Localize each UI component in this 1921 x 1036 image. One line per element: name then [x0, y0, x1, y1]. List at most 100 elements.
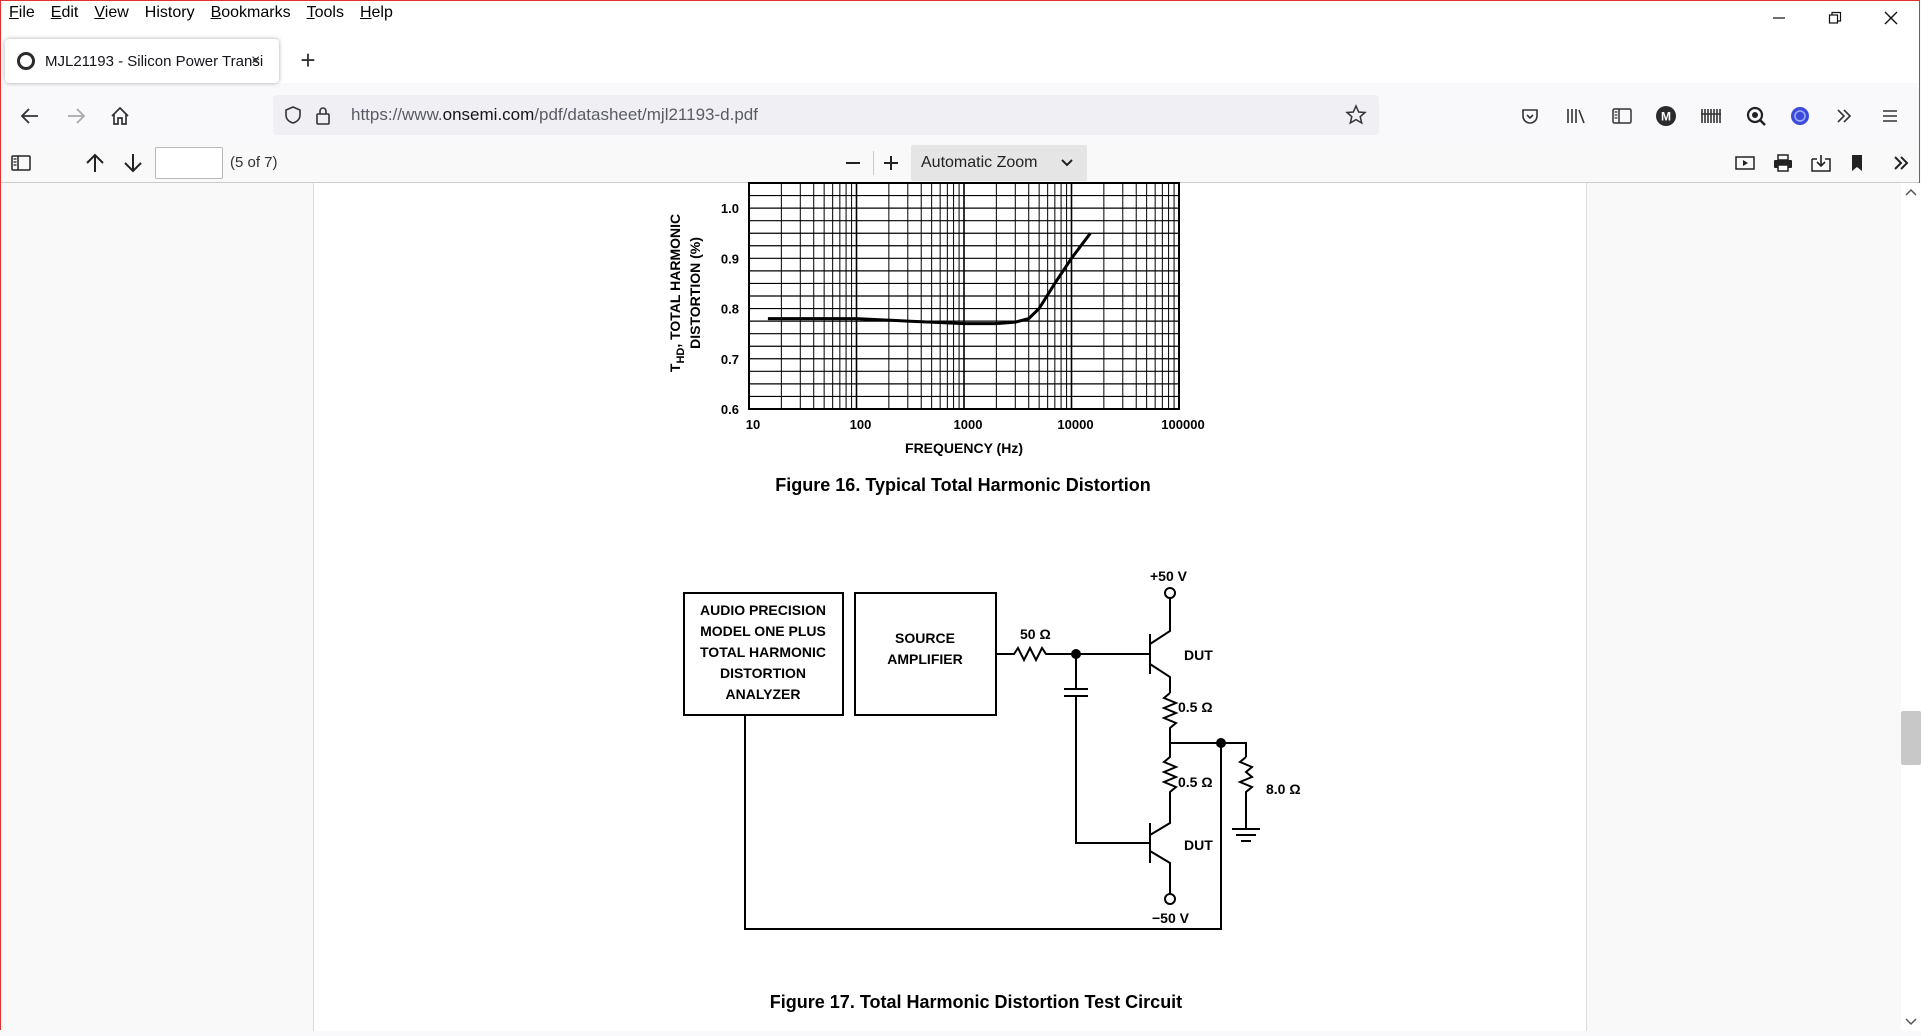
x-tick-label: 10 — [746, 417, 760, 432]
vminus-label: −50 V — [1152, 910, 1190, 926]
library-button[interactable] — [1561, 101, 1591, 131]
extension-m-button[interactable]: M — [1651, 101, 1681, 131]
upper-transistor — [1134, 597, 1171, 693]
menu-bookmarks[interactable]: Bookmarks — [210, 4, 291, 21]
y-tick-label: 0.8 — [721, 302, 739, 317]
output-node — [1170, 742, 1247, 757]
capacitor — [1064, 654, 1150, 844]
menu-view[interactable]: View — [94, 4, 129, 21]
window-controls — [1751, 1, 1919, 37]
svg-text:MODEL ONE PLUS: MODEL ONE PLUS — [700, 623, 826, 639]
printer-icon — [1774, 154, 1792, 172]
tab-strip: MJL21193 - Silicon Power Transi × + — [1, 25, 1919, 83]
tab-close-icon[interactable]: × — [251, 52, 261, 69]
extension-bars-button[interactable] — [1696, 101, 1726, 131]
back-button[interactable] — [15, 101, 45, 131]
svg-text:THD, TOTAL HARMONIC: THD, TOTAL HARMONIC — [667, 214, 687, 372]
extension-search-button[interactable] — [1741, 101, 1771, 131]
arrow-down-icon — [124, 154, 142, 173]
pdf-toolbar: (5 of 7) Automatic Zoom — [1, 143, 1919, 183]
scrollbar-thumb[interactable] — [1901, 711, 1921, 765]
chart-plot-border — [748, 182, 1180, 410]
menu-help[interactable]: Help — [359, 4, 393, 21]
svg-text:ANALYZER: ANALYZER — [726, 686, 801, 702]
vplus-label: +50 V — [1150, 568, 1188, 584]
sidebar-button[interactable] — [1607, 101, 1637, 131]
amplifier-label: SOURCE AMPLIFIER — [887, 630, 962, 667]
load-resistor-label: 8.0 Ω — [1266, 781, 1301, 797]
url-text[interactable]: https://www.onsemi.com/pdf/datasheet/mjl… — [351, 105, 758, 124]
zoom-value: Automatic Zoom — [921, 154, 1038, 171]
x-axis-label: FREQUENCY (Hz) — [905, 440, 1023, 456]
input-resistor-label: 50 Ω — [1020, 626, 1051, 642]
presentation-icon — [1735, 156, 1755, 170]
pocket-button[interactable] — [1515, 101, 1545, 131]
x-tick-label: 10000 — [1057, 417, 1093, 432]
svg-text:M: M — [1661, 110, 1671, 124]
app-menu-button[interactable] — [1875, 101, 1905, 131]
restore-button[interactable] — [1807, 1, 1863, 35]
svg-text:AUDIO PRECISION: AUDIO PRECISION — [700, 602, 826, 618]
print-button[interactable] — [1769, 149, 1797, 177]
lower-emitter-resistor — [1161, 743, 1179, 823]
svg-text:SOURCE: SOURCE — [895, 630, 955, 646]
lock-icon[interactable] — [313, 104, 333, 126]
svg-text:TOTAL HARMONIC: TOTAL HARMONIC — [700, 644, 826, 660]
zoom-out-button[interactable] — [839, 149, 867, 177]
overflow-button[interactable] — [1829, 101, 1859, 131]
minimize-button[interactable] — [1751, 1, 1807, 35]
vertical-scrollbar[interactable] — [1901, 183, 1921, 1031]
menu-history[interactable]: History — [144, 4, 195, 21]
star-icon[interactable] — [1345, 104, 1367, 126]
next-page-button[interactable] — [119, 149, 147, 177]
bookmark-button[interactable] — [1843, 149, 1871, 177]
toggle-sidebar-button[interactable] — [7, 149, 35, 177]
close-icon — [1884, 11, 1898, 25]
forward-button[interactable] — [61, 101, 91, 131]
navigation-bar: https://www.onsemi.com/pdf/datasheet/mjl… — [1, 93, 1919, 139]
y-tick-label: 0.9 — [721, 251, 739, 266]
shield-icon[interactable] — [283, 105, 303, 125]
url-bar[interactable]: https://www.onsemi.com/pdf/datasheet/mjl… — [273, 95, 1379, 135]
extension-globe-button[interactable] — [1785, 101, 1815, 131]
loading-icon — [17, 52, 35, 70]
x-tick-label: 100000 — [1161, 417, 1204, 432]
arrow-right-icon — [68, 108, 86, 124]
close-window-button[interactable] — [1863, 1, 1919, 35]
tab-title: MJL21193 - Silicon Power Transi — [45, 52, 264, 70]
menu-edit[interactable]: Edit — [50, 4, 79, 21]
globe-icon — [1791, 107, 1809, 125]
zoom-select[interactable]: Automatic Zoom — [911, 145, 1087, 181]
lower-transistor — [1149, 807, 1171, 895]
presentation-mode-button[interactable] — [1731, 149, 1759, 177]
menu-tools[interactable]: Tools — [306, 4, 344, 21]
tools-button[interactable] — [1887, 149, 1915, 177]
plus-icon — [884, 156, 898, 170]
new-tab-button[interactable]: + — [300, 45, 316, 75]
dut-upper-label: DUT — [1184, 647, 1213, 663]
previous-page-button[interactable] — [81, 149, 109, 177]
chevron-double-right-icon — [1894, 156, 1909, 170]
zoom-in-button[interactable] — [877, 149, 905, 177]
x-tick-label: 100 — [850, 417, 872, 432]
lower-emitter-label: 0.5 Ω — [1178, 774, 1213, 790]
tab-active[interactable]: MJL21193 - Silicon Power Transi × — [5, 39, 279, 83]
sidebar-toggle-icon — [11, 155, 31, 171]
input-resistor — [996, 645, 1134, 663]
save-button[interactable] — [1807, 149, 1835, 177]
hamburger-icon — [1883, 110, 1897, 122]
bookmark-icon — [1852, 155, 1862, 171]
menu-bar: File Edit View History Bookmarks Tools H… — [1, 1, 1919, 25]
vminus-terminal — [1164, 893, 1176, 905]
arrow-up-icon — [86, 153, 104, 172]
home-button[interactable] — [105, 101, 135, 131]
page-count: (5 of 7) — [230, 154, 278, 171]
menu-file[interactable]: File — [9, 4, 35, 21]
chevron-down-icon — [1061, 145, 1073, 195]
page-number-input[interactable] — [155, 147, 223, 179]
svg-text:DISTORTION: DISTORTION — [720, 665, 806, 681]
download-icon — [1811, 155, 1831, 172]
